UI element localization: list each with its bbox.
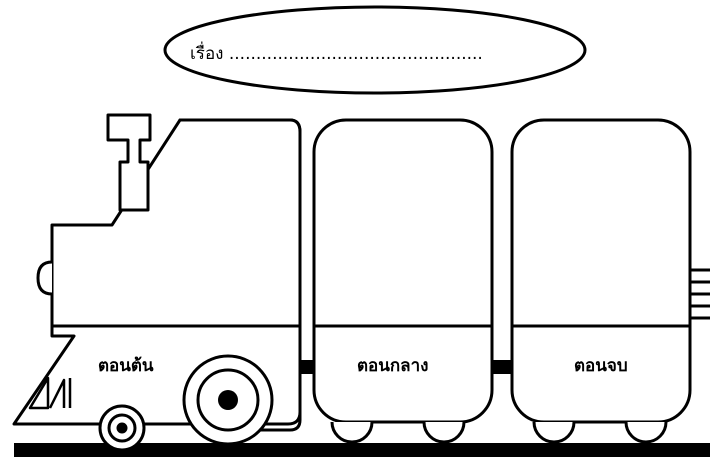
coupling-2 xyxy=(490,360,514,374)
last-car-label: ตอนจบ xyxy=(574,352,628,379)
rear-bumper xyxy=(690,270,710,318)
chimney xyxy=(108,115,150,210)
middle-car-label: ตอนกลาง xyxy=(357,352,428,379)
small-wheel xyxy=(100,406,144,450)
middle-car-wheel-left xyxy=(332,422,372,442)
last-car-wheel-right xyxy=(626,422,666,442)
headlight xyxy=(38,262,52,294)
locomotive-body xyxy=(52,120,300,326)
locomotive-label: ตอนต้น xyxy=(98,352,154,379)
large-wheel xyxy=(184,356,272,444)
middle-car-wheel-right xyxy=(424,422,464,442)
title-label: เรื่อง .................................… xyxy=(190,40,483,67)
last-car-wheel-left xyxy=(534,422,574,442)
